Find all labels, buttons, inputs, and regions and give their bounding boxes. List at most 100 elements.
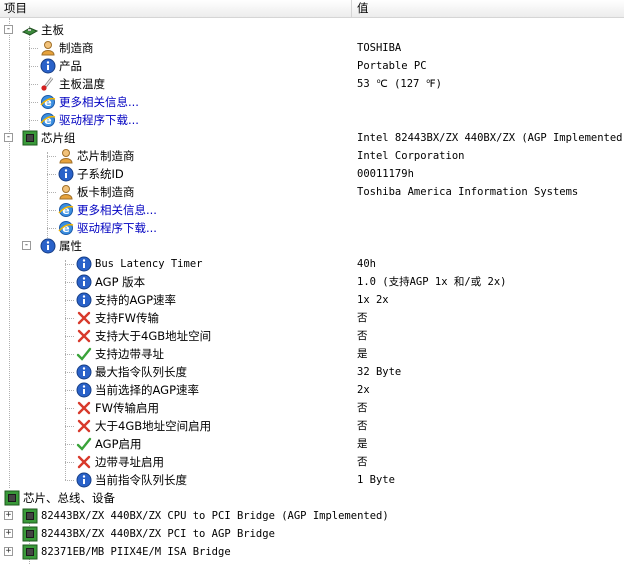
column-header-item[interactable]: 项目 [0, 0, 352, 17]
expand-toggle[interactable]: + [4, 528, 13, 538]
tree-row[interactable]: +82443BX/ZX 440BX/ZX PCI to AGP Bridge [0, 525, 624, 543]
tree-row-value: 2x [357, 384, 370, 396]
tree-row[interactable]: +82371EB/MB PIIX4E/M ISA Bridge [0, 543, 624, 561]
info-icon [40, 238, 56, 254]
tree-row-label: 主板温度 [59, 77, 105, 91]
chip-icon [4, 490, 20, 506]
check-icon [76, 436, 92, 452]
tree-row-label: FW传输启用 [95, 401, 159, 415]
tree-row-label: 制造商 [59, 41, 94, 55]
tree-row[interactable]: 主板温度 53 ℃ (127 ℉) [0, 75, 624, 93]
thermometer-icon [40, 76, 56, 92]
cross-icon [76, 418, 92, 434]
info-icon [76, 382, 92, 398]
tree-row[interactable]: e 驱动程序下载... [0, 111, 624, 129]
info-icon [76, 292, 92, 308]
tree-row-label: 板卡制造商 [77, 185, 135, 199]
svg-text:e: e [44, 114, 51, 127]
tree-row-value: Intel 82443BX/ZX 440BX/ZX (AGP Implement… [357, 132, 624, 144]
link-label[interactable]: 驱动程序下载... [59, 113, 139, 127]
tree-row-label: 属性 [59, 239, 82, 253]
tree-row[interactable]: AGP 版本 1.0 (支持AGP 1x 和/或 2x) [0, 273, 624, 291]
collapse-toggle[interactable]: - [22, 240, 31, 250]
tree-row-value: 是 [357, 438, 368, 450]
check-icon [76, 346, 92, 362]
tree-row-label: 82443BX/ZX 440BX/ZX CPU to PCI Bridge (A… [41, 510, 389, 522]
ie-link-icon: e [58, 202, 74, 218]
link-label[interactable]: 更多相关信息... [59, 95, 139, 109]
tree-row[interactable]: +82443BX/ZX 440BX/ZX CPU to PCI Bridge (… [0, 507, 624, 525]
tree-row-label: 支持FW传输 [95, 311, 159, 325]
tree-row[interactable]: 支持大于4GB地址空间否 [0, 327, 624, 345]
collapse-toggle[interactable]: - [4, 132, 13, 142]
info-icon [76, 472, 92, 488]
ie-link-icon: e [40, 94, 56, 110]
svg-text:e: e [44, 96, 51, 109]
tree-row[interactable]: e 更多相关信息... [0, 201, 624, 219]
user-icon [58, 184, 74, 200]
tree-row[interactable]: - 属性 [0, 237, 624, 255]
tree-row-value: 否 [357, 330, 368, 342]
info-icon [76, 364, 92, 380]
tree-row[interactable]: e 更多相关信息... [0, 93, 624, 111]
tree-row-label: AGP 版本 [95, 275, 146, 289]
chip-icon [22, 508, 38, 524]
info-icon [76, 274, 92, 290]
link-label[interactable]: 更多相关信息... [77, 203, 157, 217]
tree-row-value: 是 [357, 348, 368, 360]
tree-row-label: 支持边带寻址 [95, 347, 164, 361]
link-label[interactable]: 驱动程序下载... [77, 221, 157, 235]
info-icon [76, 256, 92, 272]
tree-row-label: 产品 [59, 59, 82, 73]
tree-row-value: 1.0 (支持AGP 1x 和/或 2x) [357, 276, 507, 288]
cross-icon [76, 454, 92, 470]
tree-row[interactable]: 最大指令队列长度 32 Byte [0, 363, 624, 381]
chip-icon [22, 526, 38, 542]
tree-row-label: 子系统ID [77, 167, 124, 181]
ie-link-icon: e [40, 112, 56, 128]
tree-row-value: 否 [357, 420, 368, 432]
expand-toggle[interactable]: + [4, 510, 13, 520]
info-icon [58, 166, 74, 182]
tree-row-label: 大于4GB地址空间启用 [95, 419, 212, 433]
tree-row-value: 1 Byte [357, 474, 395, 486]
tree-row-label: 当前指令队列长度 [95, 473, 187, 487]
tree-row[interactable]: FW传输启用 否 [0, 399, 624, 417]
tree-row-label: 主板 [41, 23, 64, 37]
tree-row-value: Intel Corporation [357, 150, 465, 162]
column-header-value[interactable]: 值 [357, 1, 369, 15]
tree-row-value: 32 Byte [357, 366, 402, 378]
tree-row-label: 最大指令队列长度 [95, 365, 187, 379]
tree-row-value: Portable PC [357, 60, 427, 72]
column-header: 项目 值 [0, 0, 624, 18]
tree-row-value: 否 [357, 402, 368, 414]
tree-row-label: 当前选择的AGP速率 [95, 383, 200, 397]
tree-row-value: 53 ℃ (127 ℉) [357, 78, 442, 90]
tree-row[interactable]: 大于4GB地址空间启用 否 [0, 417, 624, 435]
tree-row[interactable]: AGP启用是 [0, 435, 624, 453]
tree-row-value: 1x 2x [357, 294, 389, 306]
tree-row-value: 否 [357, 312, 368, 324]
expand-toggle[interactable]: + [4, 546, 13, 556]
tree-row[interactable]: - 主板 [0, 21, 624, 39]
tree-row[interactable]: 当前指令队列长度 1 Byte [0, 471, 624, 489]
tree-row[interactable]: 边带寻址启用否 [0, 453, 624, 471]
tree-row[interactable]: -芯片、总线、设备 [0, 489, 624, 507]
chip-icon [22, 544, 38, 560]
tree-row[interactable]: 产品 Portable PC [0, 57, 624, 75]
svg-text:e: e [62, 204, 69, 217]
info-icon [40, 58, 56, 74]
collapse-toggle[interactable]: - [4, 24, 13, 34]
tree-row[interactable]: 支持边带寻址 是 [0, 345, 624, 363]
tree-row[interactable]: 支持FW传输 否 [0, 309, 624, 327]
tree-row[interactable]: 当前选择的AGP速率 2x [0, 381, 624, 399]
